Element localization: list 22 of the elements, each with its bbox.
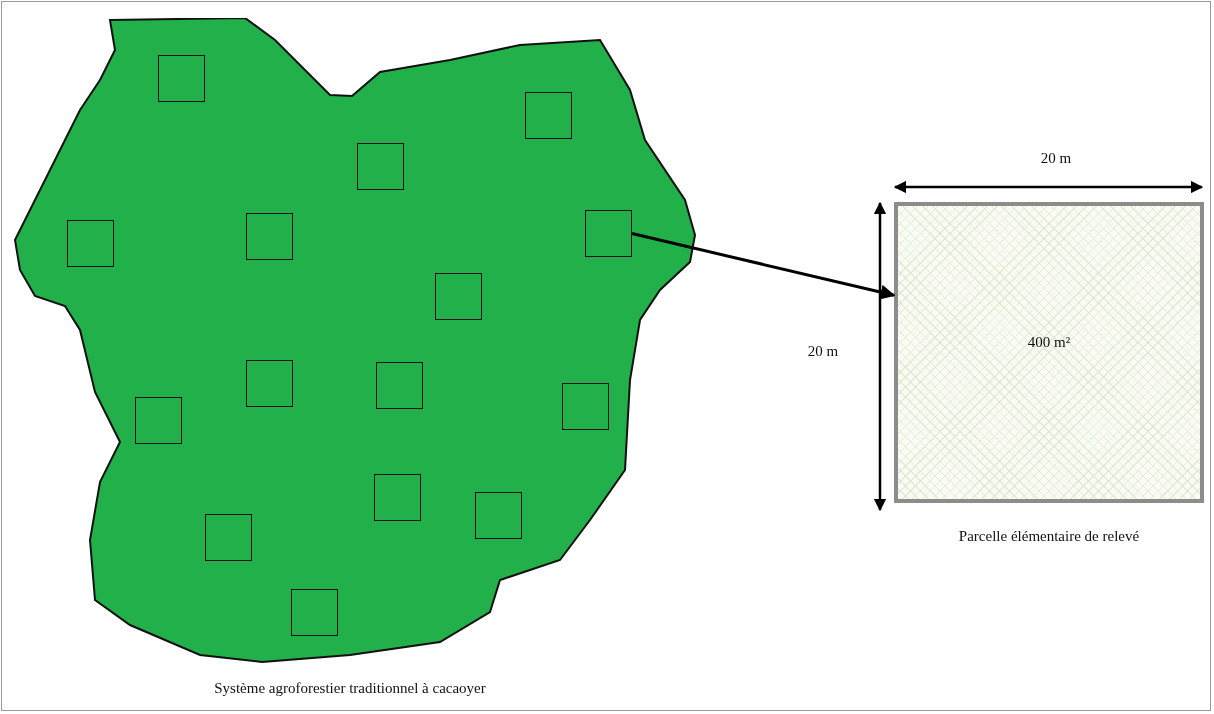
survey-plot (894, 202, 1204, 503)
plot-square (475, 492, 522, 539)
plot-label: Parcelle élémentaire de relevé (958, 528, 1140, 545)
plot-square (435, 273, 482, 320)
arrow (631, 232, 896, 300)
plot-square (376, 362, 423, 409)
area-label: Système agroforestier traditionnel à cacaoyer (214, 680, 486, 697)
plot-square (158, 55, 205, 102)
plot-square (585, 210, 632, 257)
plot-square (357, 143, 404, 190)
plot-square (374, 474, 421, 521)
plot-square (525, 92, 572, 139)
plot-square (246, 213, 293, 260)
dimension-label: 20 m (1040, 150, 1072, 167)
plot-square (246, 360, 293, 407)
plot-square (291, 589, 338, 636)
area-value: 400 m² (1027, 334, 1071, 351)
dimension-label: 20 m (807, 343, 839, 360)
plot-square (135, 397, 182, 444)
plot-square (562, 383, 609, 430)
plot-square (205, 514, 252, 561)
plot-square (67, 220, 114, 267)
